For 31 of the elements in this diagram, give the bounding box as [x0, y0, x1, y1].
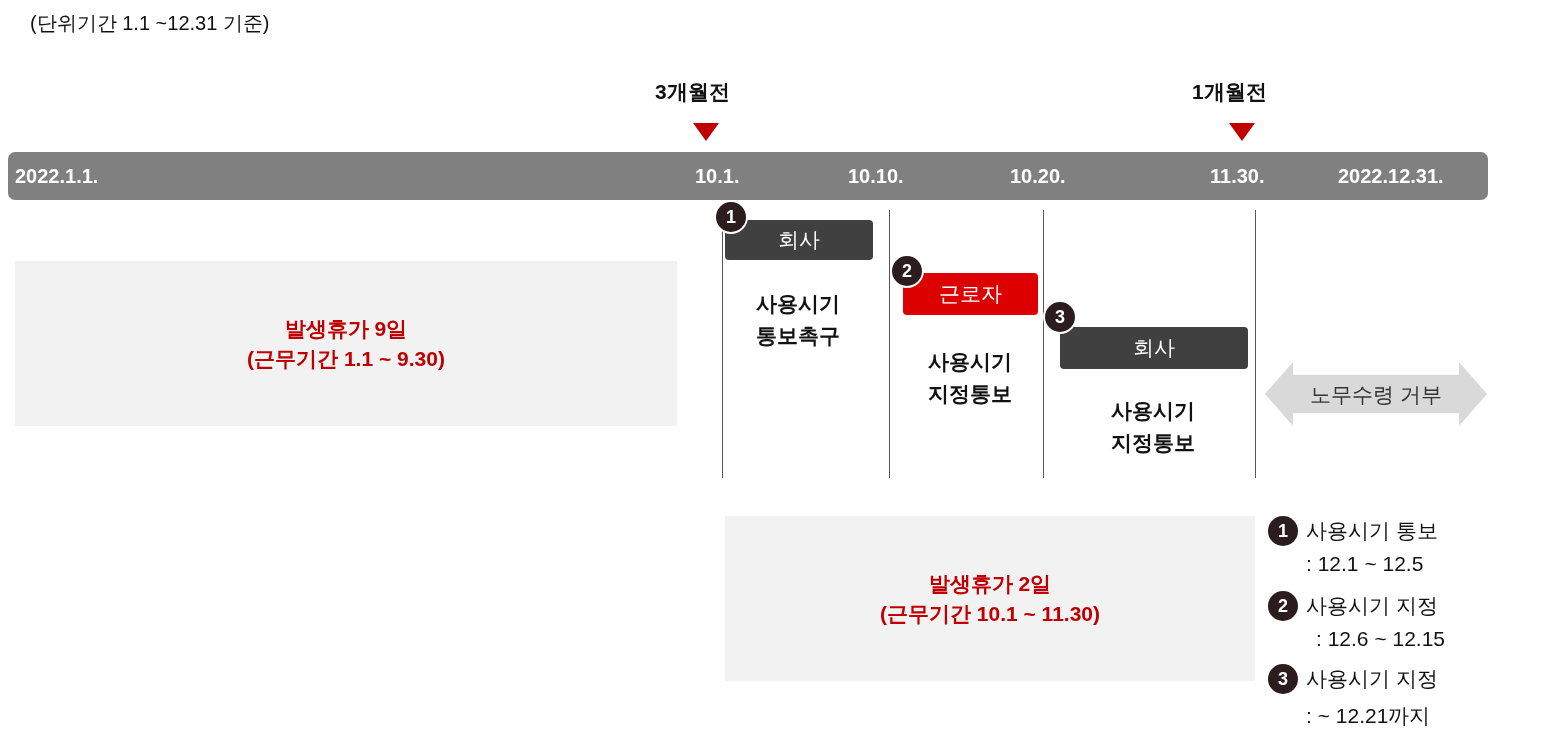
leave-text: (근무기간 10.1 ~ 11.30) [880, 600, 1100, 627]
date-label: 10.1. [695, 165, 740, 188]
timeline-bar [8, 152, 1488, 200]
date-label: 2022.12.31. [1338, 165, 1444, 188]
step-number: 2 [1268, 591, 1298, 621]
step-number: 3 [1268, 664, 1298, 694]
step-number: 1 [1268, 516, 1298, 546]
note-text: : 12.1 ~ 12.5 [1306, 552, 1424, 576]
date-label: 10.10. [848, 165, 904, 188]
date-label: 2022.1.1. [15, 165, 99, 188]
double-arrow-shape: 노무수령 거부 [1265, 362, 1487, 426]
action-text: 사용시기 통보촉구 [755, 291, 841, 349]
leave-text: (근무기간 1.1 ~ 9.30) [247, 345, 445, 372]
action-text: 사용시기 지정통보 [927, 349, 1013, 407]
date-label: 11.30. [1210, 165, 1265, 188]
milestone-label: 3개월전 [655, 79, 730, 105]
milestone-label: 1개월전 [1192, 79, 1267, 105]
date-label: 10.20. [1010, 165, 1066, 188]
note-text: 사용시기 통보 [1306, 518, 1438, 544]
note-text: : ~ 12.21까지 [1306, 703, 1431, 729]
leave-text: 발생휴가 2일 [928, 570, 1052, 597]
leave-text: 발생휴가 9일 [284, 315, 408, 342]
note-text: (단위기간 1.1 ~12.31 기준) [30, 11, 270, 36]
party-tag: 회사 [1060, 327, 1248, 369]
note-text: : 12.6 ~ 12.15 [1316, 627, 1446, 651]
action-text: 사용시기 지정통보 [1110, 398, 1196, 456]
step-number: 2 [892, 256, 922, 286]
note-text: 사용시기 지정 [1306, 593, 1438, 619]
step-number: 1 [716, 202, 746, 232]
step-number: 3 [1045, 302, 1075, 332]
note-text: 사용시기 지정 [1306, 666, 1438, 692]
